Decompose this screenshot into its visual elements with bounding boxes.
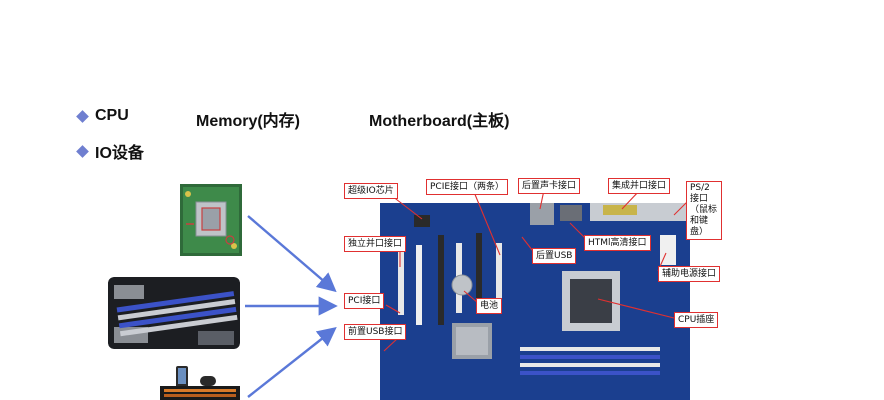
arrow-cpu [247,215,337,293]
callout-rear-audio: 后置声卡接口 [518,178,581,194]
bullet-io: IO设备 [76,139,144,163]
term-memory: Memory(内存) [196,113,301,130]
term-motherboard: Motherboard(主板) [369,113,510,130]
arrow-io [247,327,337,398]
callout-html-port: HTMl高清接口 [584,235,651,251]
memory-image [108,277,240,349]
callout-front-usb: 前置USB接口 [344,324,407,340]
callout-battery: 电池 [476,298,503,314]
bullet-text-cpu: CPU [95,107,129,124]
cpu-image [180,184,242,256]
bullet-text-io: IO设备 [95,145,144,162]
callout-rear-usb: 后置USB [532,248,577,264]
motherboard-image [380,189,690,400]
motherboard-diagram: 超级IO芯片 PCIE接口（两条） 后置声卡接口 集成并口接口 PS/2接口（鼠… [340,175,730,400]
callout-pci: PCI接口 [344,293,385,309]
callout-parallel: 独立并口接口 [344,236,407,252]
callout-aux-power: 辅助电源接口 [658,266,721,282]
callout-cpu-socket: CPU插座 [674,312,719,328]
callout-pcie: PCIE接口（两条） [426,179,509,195]
callout-ps2: PS/2接口（鼠标和键盘） [686,181,722,240]
bullet-list: CPU Memory(内存) Motherboard(主板) IO设备 [0,0,884,170]
io-devices-image [160,364,240,400]
callout-integrated-port: 集成并口接口 [608,178,671,194]
callout-super-io: 超级IO芯片 [344,183,398,199]
bullet-cpu: CPU [76,107,129,125]
